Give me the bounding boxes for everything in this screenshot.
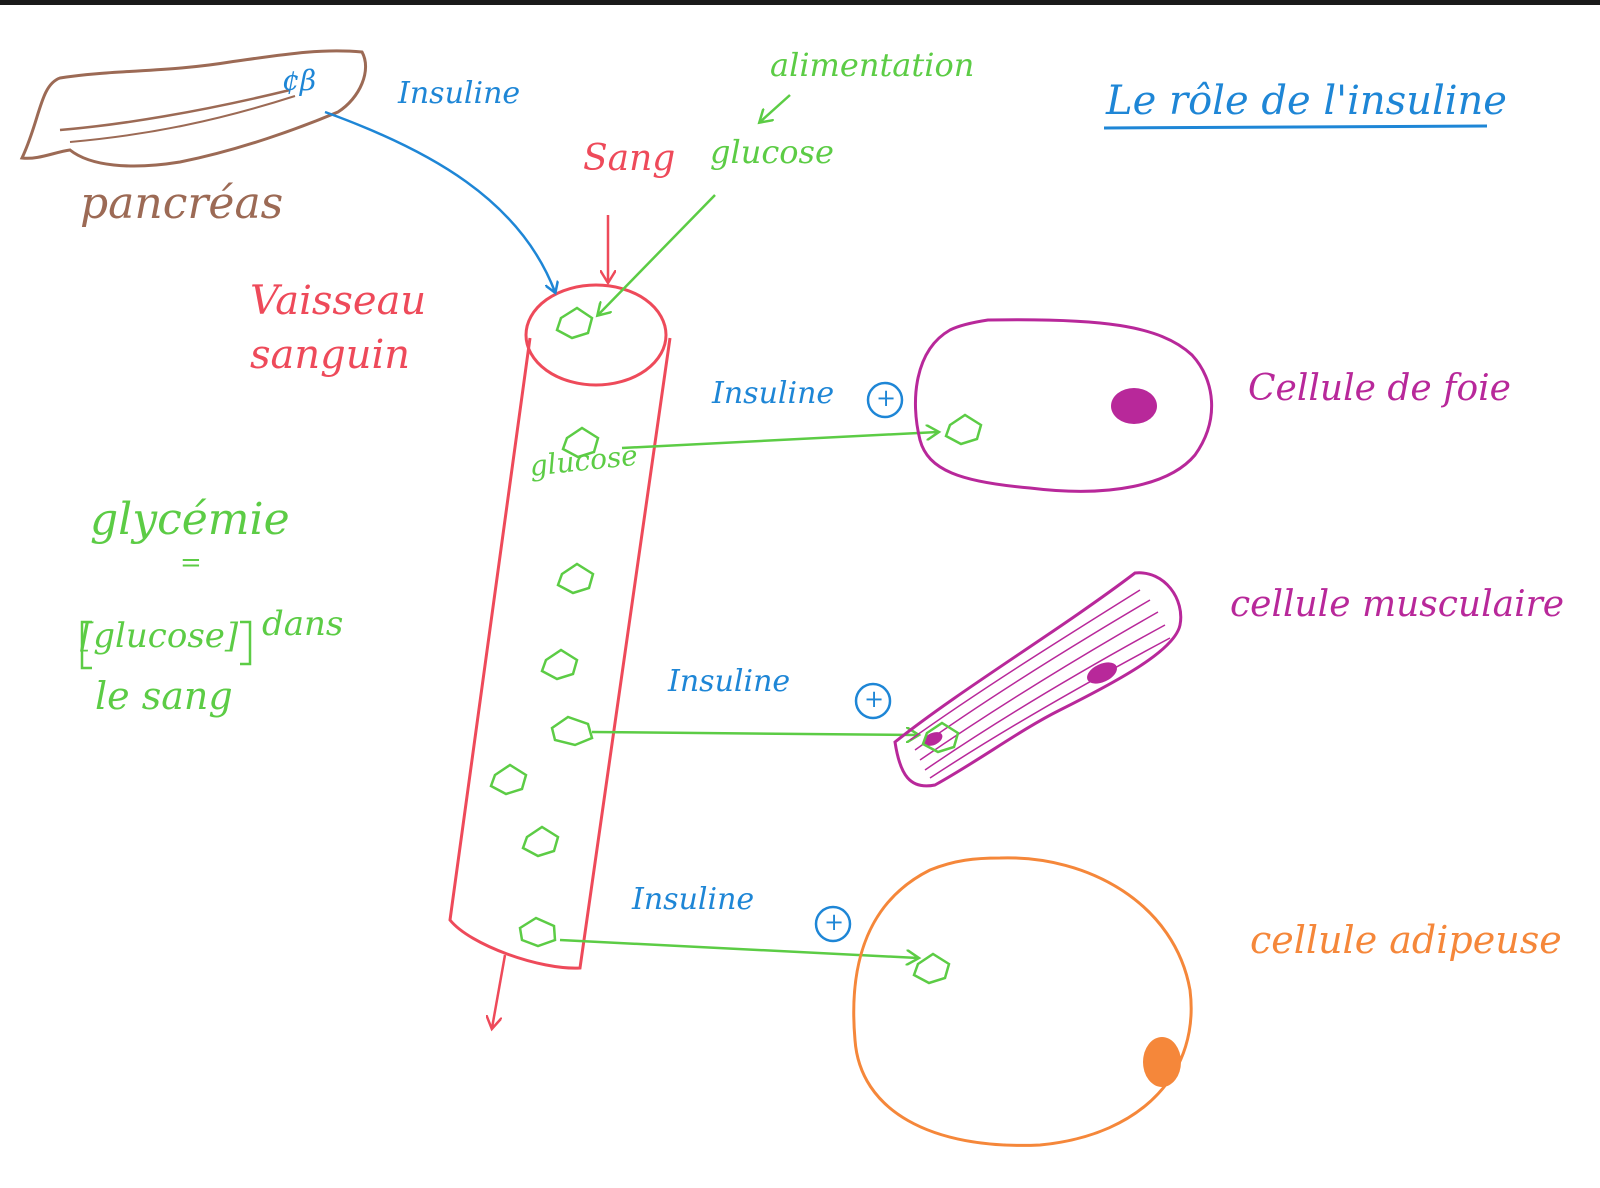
plus-circle-adipose [814,905,852,943]
glucose-hexagon [556,562,595,595]
plus-circle-liver [866,381,904,419]
glucose-hexagon [944,413,983,446]
glucose-hexagon [550,715,594,747]
plus-circle-muscle [854,682,892,720]
glucose-hexagon [555,306,594,340]
glucose-hexagon [518,916,557,948]
glucose-arrow-muscle [591,732,918,735]
glycemia-line3: le sang [95,674,233,718]
muscle-nucleus [1087,662,1117,684]
glycemia-dans: dans [262,604,344,644]
glucose-hexagon [540,648,579,681]
glucose-molecules [489,306,983,985]
muscle-nucleus-2 [923,732,943,746]
muscle-cell [893,571,1183,788]
title-underline [1103,124,1488,130]
glycemia-bracket-text: [glucose] [80,616,239,656]
glucose-hexagon [489,763,528,796]
glycemia-equals: = [180,548,202,578]
vessel-label-line1: Vaisseau [250,278,427,324]
food-small-arrow [760,94,791,122]
liver-nucleus [1111,388,1157,424]
muscle-cell-label: cellule musculaire [1230,584,1565,625]
beta-cell-label: ¢β [282,64,317,97]
adipose-cell-label: cellule adipeuse [1250,918,1562,962]
page-title: Le rôle de l'insuline [1106,78,1507,124]
insulin-label-adipose: Insuline [632,882,755,917]
bracket-left [80,620,92,670]
scan-top-edge [0,0,1600,5]
blood-label: Sang [583,138,676,179]
pancreas-drawing [19,49,368,168]
glucose-hexagon [561,426,600,459]
plus-sign-muscle: + [864,685,885,713]
blood-arrow-out [492,954,507,1028]
plus-markers [814,381,904,943]
glucose-arrow-food [598,194,716,315]
glycemia-line1: glycémie [90,494,290,545]
adipose-nucleus [1143,1037,1181,1087]
glucose-arrow-adipose [559,938,918,958]
bracket-right [240,620,252,666]
insulin-label-top: Insuline [398,76,521,111]
blood-vessel [448,283,672,970]
insulin-arrow-pancreas-to-vessel [324,110,555,292]
plus-sign-adipose: + [824,908,845,936]
food-glucose-label: glucose [710,133,834,171]
vessel-label-line2: sanguin [250,332,411,378]
liver-cell [914,318,1214,493]
insulin-label-muscle: Insuline [668,664,791,699]
glucose-hexagon [921,721,960,754]
plus-sign-liver: + [876,384,897,412]
glucose-hexagon [912,952,951,985]
food-label: alimentation [770,46,975,84]
glucose-arrow-liver [621,432,938,450]
liver-cell-label: Cellule de foie [1248,368,1511,409]
adipose-cell [852,856,1193,1147]
pancreas-label: pancréas [80,178,284,229]
glucose-hexagon [521,825,560,858]
insulin-label-liver: Insuline [712,376,835,411]
